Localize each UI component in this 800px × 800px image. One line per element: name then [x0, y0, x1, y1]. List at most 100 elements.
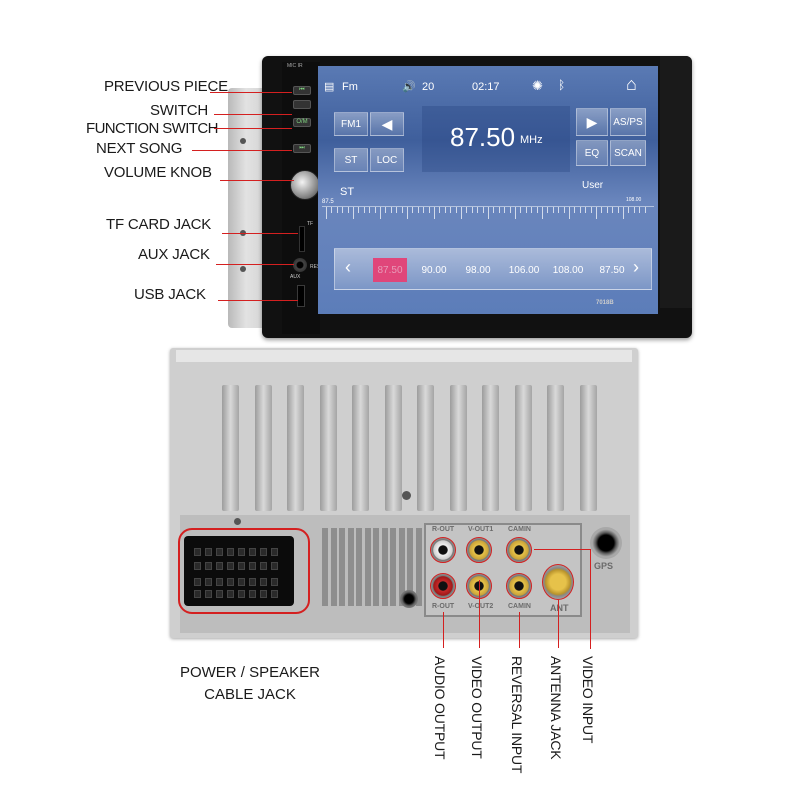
scale-start: 87.5 [322, 199, 334, 205]
harness-pin [249, 590, 256, 598]
mount-hole [240, 266, 246, 272]
bezel-edge [660, 56, 692, 308]
harness-pin [194, 562, 201, 570]
scale-tick [401, 207, 403, 213]
heatsink-fin [222, 385, 239, 511]
scale-tick [579, 207, 581, 213]
next-button[interactable]: ⏭ [293, 144, 311, 153]
brightness-icon[interactable]: ✺ [532, 78, 543, 93]
preset-bar: ‹ 87.50 90.00 98.00 106.00 108.00 87.50 … [334, 248, 652, 290]
label-switch: SWITCH [150, 102, 208, 119]
scale-tick [471, 207, 473, 213]
tf-marking: TF [307, 221, 314, 227]
scale-tick [439, 207, 441, 213]
harness-pin [238, 590, 245, 598]
rca-jack-audio-out-right[interactable] [430, 573, 456, 599]
preset-item[interactable]: 87.50 [373, 258, 407, 282]
callout-line [192, 150, 292, 151]
usb-slot[interactable] [297, 285, 305, 307]
iso-harness-connector[interactable] [184, 536, 294, 606]
st-button[interactable]: ST [334, 148, 368, 172]
scale-tick [601, 207, 603, 213]
scale-tick [396, 207, 398, 213]
harness-pin [271, 590, 278, 598]
frequency-display: 87.50 MHz [422, 106, 570, 172]
harness-highlight [178, 528, 310, 614]
eq-button[interactable]: EQ [576, 140, 608, 166]
vent-slot [398, 528, 405, 606]
scale-tick [444, 207, 446, 213]
scale-tick [504, 207, 506, 213]
preset-item[interactable]: 108.00 [552, 264, 584, 276]
scale-tick [590, 207, 592, 213]
bluetooth-icon[interactable]: ᛒ [558, 78, 566, 92]
scale-tick [574, 207, 576, 213]
power-onoff-button[interactable]: O/M [293, 118, 311, 127]
gps-port[interactable] [590, 527, 622, 559]
rca-jack-reversal-in[interactable] [506, 573, 532, 599]
label-previous-piece: PREVIOUS PIECE [104, 78, 228, 95]
harness-pin [260, 548, 267, 556]
callout-line [558, 600, 559, 648]
label-power-speaker: POWER / SPEAKER CABLE JACK [160, 662, 340, 706]
asps-button[interactable]: AS/PS [610, 108, 646, 136]
gps-marking: GPS [594, 561, 614, 571]
scale-tick [612, 207, 614, 213]
harness-pin [227, 578, 234, 586]
scale-tick [390, 207, 392, 213]
model-number: 7018B [596, 300, 614, 306]
rear-small-jack[interactable] [400, 590, 418, 608]
vent-slot [364, 528, 371, 606]
eq-preset-label: User [582, 180, 604, 191]
vent-slot [330, 528, 337, 606]
scale-tick [488, 207, 489, 219]
antenna-jack[interactable] [542, 564, 574, 600]
scale-tick [482, 207, 484, 213]
switch-button[interactable] [293, 100, 311, 109]
harness-pin [249, 562, 256, 570]
harness-pin [227, 590, 234, 598]
rca-marking: V-OUT2 [468, 603, 494, 610]
volume-knob[interactable] [290, 170, 320, 200]
harness-pin [205, 562, 212, 570]
touch-screen[interactable]: ▤ Fm 🔊 20 02:17 ✺ ᛒ ⌂ FM1 ◀ ST LOC 87.50… [318, 66, 658, 314]
rca-jack-audio-out-left[interactable] [430, 537, 456, 563]
heatsink-fin [482, 385, 499, 511]
rca-jack-video-out1[interactable] [466, 537, 492, 563]
preset-item[interactable]: 106.00 [508, 264, 540, 276]
label-power-speaker-line1: POWER / SPEAKER [179, 664, 321, 681]
harness-pin [227, 548, 234, 556]
label-next-song: NEXT SONG [96, 140, 183, 157]
preset-item[interactable]: 90.00 [421, 264, 447, 276]
seek-forward-button[interactable]: ▶ [576, 108, 608, 136]
preset-next-icon[interactable]: › [633, 257, 639, 277]
loc-button[interactable]: LOC [370, 148, 404, 172]
rca-jack-camera-in[interactable] [506, 537, 532, 563]
speaker-icon: 🔊 [402, 81, 416, 93]
harness-pin [271, 548, 278, 556]
aux-marking: AUX [290, 274, 301, 280]
label-function-switch: FUNCTION SWITCH [86, 120, 218, 137]
heatsink-fin [579, 385, 597, 511]
scan-button[interactable]: SCAN [610, 140, 646, 166]
preset-item[interactable]: 98.00 [465, 264, 491, 276]
preset-item[interactable]: 87.50 [599, 264, 625, 276]
preset-prev-icon[interactable]: ‹ [345, 257, 351, 277]
frequency-scale[interactable]: 87.5 108.00 [322, 197, 654, 246]
callout-line [519, 612, 520, 648]
seek-back-button[interactable]: ◀ [370, 112, 404, 136]
label-video-input: VIDEO INPUT [580, 656, 596, 744]
heatsink-fin [417, 385, 434, 511]
home-icon[interactable]: ⌂ [626, 74, 637, 94]
ant-marking: ANT [550, 603, 569, 613]
harness-pin [249, 578, 256, 586]
scale-tick [525, 207, 527, 213]
harness-pin [216, 590, 223, 598]
fm-band-button[interactable]: FM1 [334, 112, 368, 136]
aux-jack[interactable] [293, 258, 307, 272]
scale-tick [347, 207, 349, 213]
previous-button[interactable]: ⏮ [293, 86, 311, 95]
callout-line [214, 128, 292, 129]
scale-tick [596, 207, 597, 219]
tf-card-slot[interactable] [299, 226, 305, 252]
